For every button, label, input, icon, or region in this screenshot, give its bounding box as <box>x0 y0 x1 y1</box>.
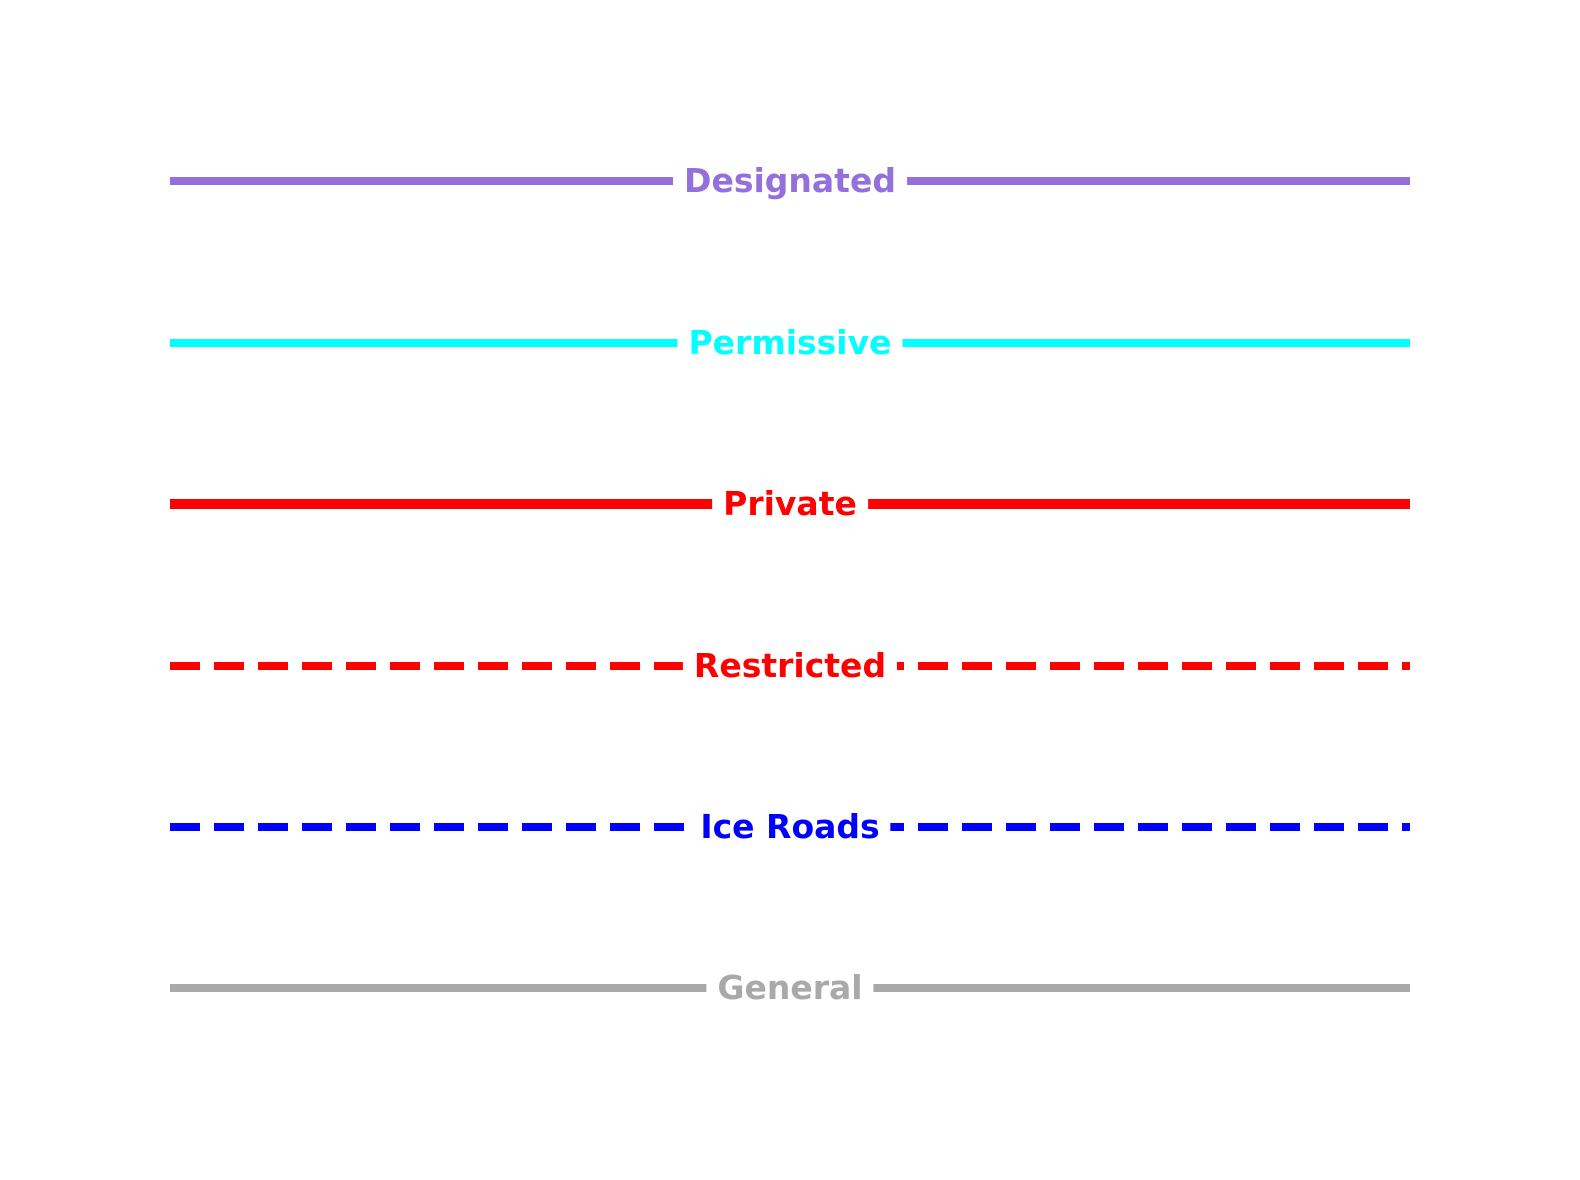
general-label: General <box>706 967 874 1009</box>
permissive-label: Permissive <box>677 322 903 364</box>
designated-label: Designated <box>673 160 907 202</box>
private-label: Private <box>712 483 868 525</box>
ice-roads-label: Ice Roads <box>689 806 891 848</box>
restricted-label: Restricted <box>682 645 898 687</box>
